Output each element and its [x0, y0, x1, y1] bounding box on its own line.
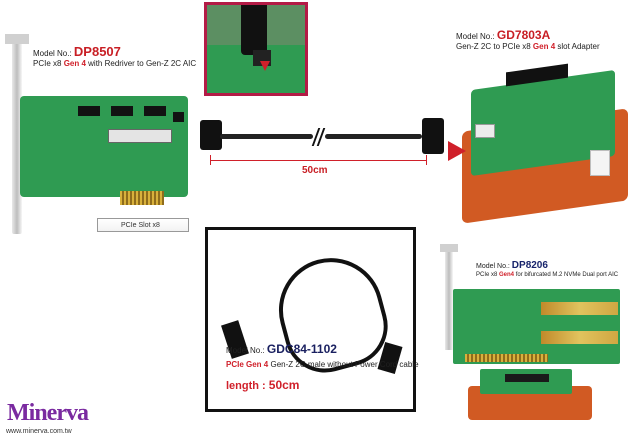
dp8507-metal-bracket: [12, 36, 22, 234]
dp8206-pcb: [453, 289, 620, 364]
gdc84-model-number: GDC84-1102: [266, 342, 337, 356]
dp8507-desc-a: PCIe x8: [33, 59, 64, 68]
top-cable-body-left: [220, 134, 313, 139]
dp8507-model-line: Model No.: DP8507: [33, 44, 121, 59]
gd7803a-left-port: [475, 124, 495, 138]
gd7803a-power-connector: [590, 150, 610, 176]
gd7803a-model-number: GD7803A: [496, 28, 551, 42]
dp8507-desc-gen: Gen 4: [63, 59, 86, 68]
cable-inset-frame: [204, 2, 308, 96]
dp8507-gold-fingers: [120, 191, 164, 205]
top-cable-left-connector: [200, 120, 222, 150]
gdc84-frame: Model No.: GDC84-1102 PCIe Gen 4 Gen-Z 2…: [205, 227, 419, 412]
dp8206-desc-b: for bifurcated M.2 NVMe Dual port AIC: [514, 272, 619, 278]
top-cable-right-connector: [422, 118, 444, 154]
dp8206-section: Model No.: DP8206 PCIe x8 Gen4 for bifur…: [438, 236, 640, 440]
dp8507-model-number: DP8507: [73, 44, 121, 59]
top-cable-length-left-cap: [210, 155, 211, 165]
dp8206-m2-slot-top: [541, 302, 618, 315]
dp8206-adapter-slot: [505, 374, 549, 382]
gdc84-desc-b: Gen-Z 2C male without Power Cord cable: [268, 360, 419, 369]
dp8507-chip-4: [173, 112, 184, 122]
gdc84-model-prefix: Model No.:: [226, 346, 267, 355]
top-cable-length-right-cap: [426, 155, 427, 165]
dp8206-desc-gen: Gen4: [499, 272, 515, 278]
gdc84-description: PCIe Gen 4 Gen-Z 2C male without Power C…: [226, 360, 419, 369]
gd7803a-arrow: [448, 141, 466, 161]
dp8507-white-connector: [108, 129, 172, 143]
dp8507-desc-b: with Redriver to Gen-Z 2C AIC: [85, 59, 197, 68]
brand-logo: Minerva: [7, 400, 89, 426]
dp8206-m2-slot-bottom: [541, 331, 618, 344]
gdc84-desc-red: PCIe Gen 4: [226, 360, 269, 369]
top-cable-assembly: 50cm: [200, 98, 444, 178]
gdc84-length-prefix: length :: [226, 380, 269, 392]
dp8206-gold-fingers: [465, 354, 548, 362]
dp8507-section: Model No.: DP8507 PCIe x8 Gen 4 with Red…: [0, 0, 200, 240]
top-cable-length-line: [210, 160, 427, 161]
top-cable-body-right: [325, 134, 422, 139]
cable-inset-cable: [241, 5, 267, 55]
gd7803a-desc-a: Gen-Z 2C to PCIe x8: [456, 42, 533, 51]
dp8206-desc-a: PCIe x8: [476, 272, 500, 278]
pcie-slot-label: PCIe Slot x8: [121, 222, 160, 229]
dp8206-model-line: Model No.: DP8206: [476, 260, 548, 271]
dp8206-bracket-tab: [440, 244, 458, 252]
pcie-slot-box: [97, 218, 189, 232]
dp8206-model-prefix: Model No.:: [476, 263, 512, 270]
dp8507-chip-1: [78, 106, 100, 116]
gd7803a-desc-b: slot Adapter: [555, 42, 600, 51]
gdc84-length-line: length : 50cm: [226, 376, 299, 394]
gd7803a-description: Gen-Z 2C to PCIe x8 Gen 4 slot Adapter: [456, 42, 600, 51]
brand-url: www.minerva.com.tw: [6, 428, 72, 435]
top-cable-break: [311, 128, 326, 146]
dp8507-description: PCIe x8 Gen 4 with Redriver to Gen-Z 2C …: [33, 59, 196, 68]
dp8206-metal-bracket: [445, 246, 453, 350]
dp8507-chip-3: [144, 106, 166, 116]
gd7803a-desc-gen: Gen 4: [532, 42, 556, 51]
dp8507-chip-2: [111, 106, 133, 116]
cable-inset-arrow: [260, 61, 270, 71]
dp8507-bracket-tab: [5, 34, 29, 44]
gd7803a-model-line: Model No.: GD7803A: [456, 28, 550, 42]
gdc84-length-value: 50cm: [268, 378, 300, 392]
top-cable-length-label: 50cm: [302, 165, 328, 176]
gd7803a-model-prefix: Model No.:: [456, 32, 497, 41]
dp8507-model-prefix: Model No.:: [33, 49, 74, 58]
dp8206-description: PCIe x8 Gen4 for bifurcated M.2 NVMe Dua…: [476, 272, 618, 278]
gdc84-model-line: Model No.: GDC84-1102: [226, 342, 337, 356]
dp8206-model-number: DP8206: [511, 260, 548, 271]
gd7803a-section: Model No.: GD7803A Gen-Z 2C to PCIe x8 G…: [448, 0, 640, 224]
